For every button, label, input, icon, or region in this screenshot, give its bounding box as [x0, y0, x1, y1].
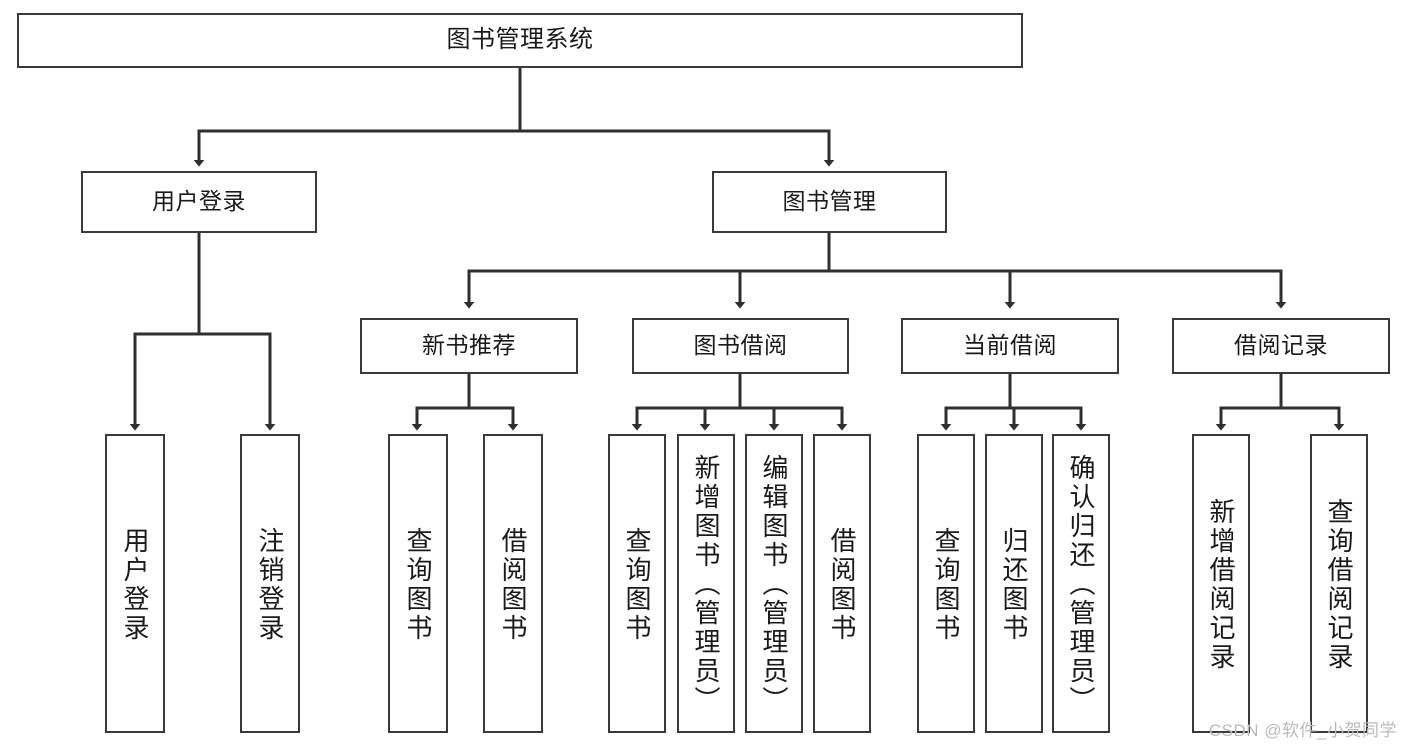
leaf-confirm-return-admin[interactable]: 确认归还（管理员） — [1052, 434, 1110, 733]
node-label: 图书管理系统 — [446, 26, 594, 54]
node-label: 借阅图书 — [827, 526, 857, 643]
leaf-add-book-admin[interactable]: 新增图书（管理员） — [677, 434, 735, 733]
leaf-borrow-book-new[interactable]: 借阅图书 — [483, 434, 543, 733]
node-book-management[interactable]: 图书管理 — [712, 171, 947, 233]
node-book-borrow[interactable]: 图书借阅 — [632, 318, 849, 374]
leaf-query-book-borrow[interactable]: 查询图书 — [608, 434, 666, 733]
node-label: 查询图书 — [403, 526, 433, 643]
node-label: 用户登录 — [120, 526, 150, 643]
node-label: 借阅记录 — [1234, 332, 1328, 359]
leaf-return-book[interactable]: 归还图书 — [985, 434, 1043, 733]
leaf-borrow-book[interactable]: 借阅图书 — [813, 434, 871, 733]
leaf-logout[interactable]: 注销登录 — [240, 434, 300, 733]
node-label: 图书管理 — [782, 188, 877, 215]
node-new-book-recommendation[interactable]: 新书推荐 — [360, 318, 578, 374]
leaf-query-book-current[interactable]: 查询图书 — [917, 434, 975, 733]
node-label: 编辑图书（管理员） — [759, 454, 789, 715]
leaf-query-borrow-record[interactable]: 查询借阅记录 — [1310, 434, 1368, 733]
node-label: 查询图书 — [622, 526, 652, 643]
node-label: 确认归还（管理员） — [1066, 454, 1096, 715]
node-label: 新增图书（管理员） — [691, 454, 721, 715]
leaf-edit-book-admin[interactable]: 编辑图书（管理员） — [745, 434, 803, 733]
leaf-user-login[interactable]: 用户登录 — [105, 434, 165, 733]
node-borrow-record[interactable]: 借阅记录 — [1172, 318, 1390, 374]
node-label: 图书借阅 — [693, 332, 788, 359]
node-label: 注销登录 — [255, 526, 285, 643]
node-user-login[interactable]: 用户登录 — [81, 171, 317, 233]
node-label: 新书推荐 — [422, 332, 516, 359]
node-label: 借阅图书 — [498, 526, 528, 643]
node-root-book-management-system[interactable]: 图书管理系统 — [17, 13, 1023, 68]
leaf-add-borrow-record[interactable]: 新增借阅记录 — [1192, 434, 1250, 733]
node-label: 归还图书 — [999, 526, 1029, 643]
node-current-borrow[interactable]: 当前借阅 — [901, 318, 1119, 374]
node-label: 查询图书 — [931, 526, 961, 643]
leaf-query-book-new[interactable]: 查询图书 — [388, 434, 448, 733]
node-label: 新增借阅记录 — [1206, 497, 1236, 672]
node-label: 查询借阅记录 — [1324, 497, 1354, 672]
node-label: 当前借阅 — [963, 332, 1057, 359]
node-label: 用户登录 — [152, 188, 246, 215]
